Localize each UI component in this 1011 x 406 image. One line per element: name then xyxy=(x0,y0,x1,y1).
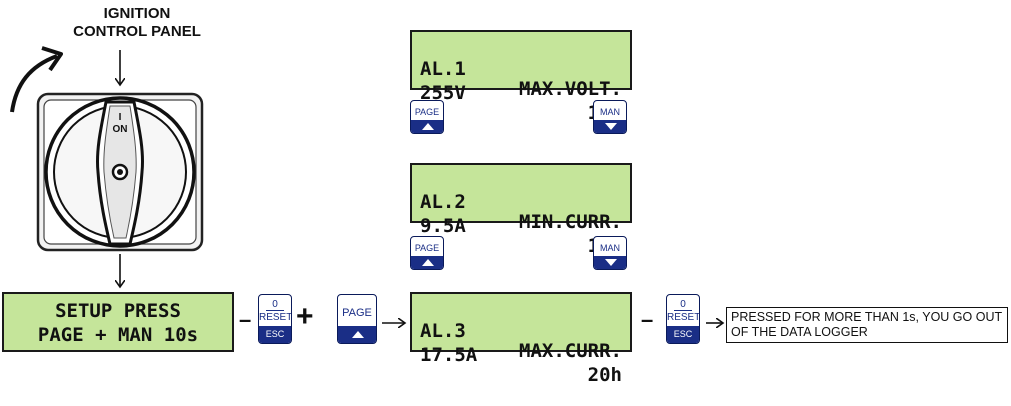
panel-title: IGNITION CONTROL PANEL xyxy=(62,5,212,41)
alarm-display-3: AL.3 MAX.CURR. 17.5A 20h xyxy=(410,292,632,385)
page-button-label: PAGE xyxy=(342,307,372,319)
page-button-1-label: PAGE xyxy=(414,107,440,117)
alarm2-type: MIN.CURR. xyxy=(519,211,622,233)
setup-line1: SETUP PRESS xyxy=(55,300,181,322)
man-button-1-label: MAN xyxy=(600,107,620,117)
reset-label: RESET xyxy=(667,312,700,323)
rotate-arrow xyxy=(10,54,58,113)
plus-sign: + xyxy=(296,300,314,333)
up-arrow-icon xyxy=(352,331,364,338)
connector-arrows xyxy=(10,46,1011,352)
man-button-2[interactable]: MAN xyxy=(593,236,627,270)
page-button-2[interactable]: PAGE xyxy=(410,236,444,270)
minus-sign-1: – xyxy=(239,307,252,332)
alarm1-type: MAX.VOLT. xyxy=(519,78,622,100)
reset-label: RESET xyxy=(259,312,292,323)
panel-title-line2: CONTROL PANEL xyxy=(73,23,201,40)
alarm3-id: AL.3 xyxy=(420,320,466,342)
reset-zero-label: 0 xyxy=(680,299,686,310)
page-button-bottom[interactable]: PAGE xyxy=(337,294,377,344)
alarm1-id: AL.1 xyxy=(420,58,466,80)
alarm2-value: 9.5A xyxy=(420,215,466,237)
up-arrow-icon xyxy=(422,123,434,130)
exit-note: PRESSED FOR MORE THAN 1s, YOU GO OUT OF … xyxy=(726,307,1008,343)
alarm3-value: 17.5A xyxy=(420,344,478,366)
alarm3-hours: 20h xyxy=(587,364,622,386)
reset-zero-label: 0 xyxy=(272,299,278,310)
alarm-display-1: AL.1 MAX.VOLT. 255V 10h xyxy=(410,30,632,123)
alarm-display-2: AL.2 MIN.CURR. 9.5A 15h xyxy=(410,163,632,256)
up-arrow-icon xyxy=(422,259,434,266)
ignition-switch[interactable]: I ON xyxy=(36,92,204,252)
minus-sign-2: – xyxy=(641,307,654,332)
esc-label: ESC xyxy=(259,326,291,343)
setup-line2: PAGE + MAN 10s xyxy=(37,324,199,346)
setup-display: SETUP PRESS PAGE + MAN 10s xyxy=(2,292,234,352)
panel-title-line1: IGNITION xyxy=(103,5,171,22)
page-button-1[interactable]: PAGE xyxy=(410,100,444,134)
man-button-2-label: MAN xyxy=(600,243,620,253)
page-button-2-label: PAGE xyxy=(414,243,440,253)
down-arrow-icon xyxy=(605,123,617,130)
alarm2-id: AL.2 xyxy=(420,191,466,213)
switch-label-on: ON xyxy=(113,124,128,135)
reset-esc-button-1[interactable]: 0 RESET ESC xyxy=(258,294,292,344)
alarm1-value: 255V xyxy=(420,82,466,104)
man-button-1[interactable]: MAN xyxy=(593,100,627,134)
esc-label: ESC xyxy=(667,326,699,343)
reset-esc-button-2[interactable]: 0 RESET ESC xyxy=(666,294,700,344)
down-arrow-icon xyxy=(605,259,617,266)
switch-label-i: I xyxy=(119,112,122,123)
